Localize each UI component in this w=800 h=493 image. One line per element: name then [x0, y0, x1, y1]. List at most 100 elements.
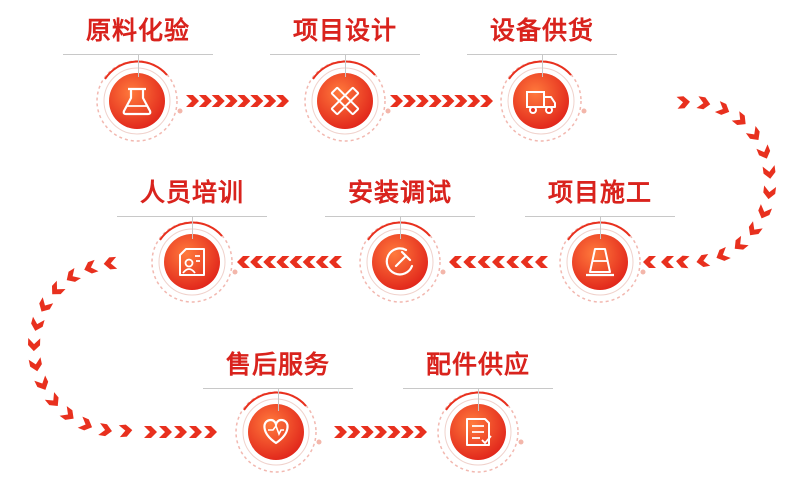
chevron-arrow-icon — [84, 259, 99, 274]
icon-disc — [109, 73, 165, 129]
icon-disc — [513, 73, 569, 129]
accent-arc — [159, 221, 223, 241]
step-label: 项目设计 — [292, 16, 397, 45]
step-node — [96, 60, 183, 142]
chevron-arrow-icon — [31, 316, 45, 331]
chevron-arrow-icon — [480, 95, 493, 107]
chevron-arrow-icon — [334, 426, 347, 438]
chevron-arrow-icon — [402, 95, 416, 107]
chevron-arrow-icon — [745, 125, 760, 140]
checklist-icon — [466, 418, 492, 446]
chevron-arrow-icon — [748, 221, 763, 236]
step-parts-supply: 配件供应 — [398, 350, 558, 411]
chevron-arrow-icon — [250, 256, 264, 268]
chevron-arrow-icon — [492, 256, 505, 268]
flask-icon — [122, 87, 152, 116]
chevron-arrow-icon — [302, 256, 316, 268]
chevron-arrow-icon — [118, 424, 133, 438]
decor-dot — [581, 108, 587, 114]
chevron-arrow-icon — [454, 95, 468, 107]
chevron-arrow-icon — [198, 95, 212, 107]
chevron-arrow-icon — [714, 101, 730, 115]
divider — [63, 54, 213, 77]
chevron-arrow-icon — [758, 204, 773, 219]
step-project-design: 项目设计 — [265, 16, 425, 77]
divider — [270, 54, 420, 77]
accent-arc — [243, 391, 307, 411]
chevron-arrow-icon — [449, 256, 462, 268]
chevron-arrow-icon — [643, 256, 656, 268]
chevron-arrow-icon — [414, 426, 427, 438]
chevron-arrow-icon — [315, 256, 329, 268]
step-label: 设备供货 — [489, 16, 594, 45]
step-label: 配件供应 — [425, 350, 530, 379]
chevron-arrow-icon — [103, 256, 118, 270]
decor-dot — [640, 269, 646, 275]
chevron-arrow-icon — [477, 256, 491, 268]
step-label: 项目施工 — [547, 178, 652, 207]
chevron-arrow-icon — [535, 256, 548, 268]
chevron-arrow-icon — [329, 256, 342, 268]
chevron-arrow-icon — [144, 426, 157, 438]
chevron-arrow-icon — [400, 426, 414, 438]
chevron-arrow-icon — [204, 426, 217, 438]
chevron-arrow-icon — [463, 256, 477, 268]
trainee-icon — [179, 248, 205, 276]
step-node — [235, 391, 322, 473]
step-node — [151, 221, 238, 303]
step-project-construction: 项目施工 — [520, 178, 680, 239]
step-after-sales-service: 售后服务 — [198, 350, 358, 411]
divider — [403, 388, 553, 411]
step-node — [559, 221, 646, 303]
chevron-arrow-icon — [250, 95, 264, 107]
chevron-arrow-icon — [696, 96, 711, 110]
chevron-arrow-icon — [374, 426, 387, 438]
traffic-cone-icon — [586, 248, 614, 277]
accent-arc — [445, 391, 509, 411]
accent-arc — [367, 221, 431, 241]
decor-dot — [440, 269, 446, 275]
chevron-arrow-icon — [716, 247, 731, 261]
decor-dot — [385, 108, 391, 114]
step-staff-training: 人员培训 — [112, 178, 272, 239]
icon-disc — [572, 234, 628, 290]
decor-dot — [316, 439, 322, 445]
chevron-arrow-icon — [34, 375, 49, 390]
step-label: 人员培训 — [139, 178, 244, 207]
chevron-arrow-icon — [77, 416, 93, 431]
chevron-arrow-icon — [289, 256, 303, 268]
chevron-arrow-icon — [467, 95, 481, 107]
divider — [467, 54, 617, 77]
step-label: 安装调试 — [347, 178, 452, 207]
chevron-arrow-icon — [44, 392, 59, 406]
step-raw-material-testing: 原料化验 — [58, 16, 218, 77]
divider — [525, 216, 675, 239]
chevron-arrow-icon — [276, 256, 290, 268]
chevron-arrow-icon — [731, 111, 746, 125]
decor-dot — [232, 269, 238, 275]
chevron-arrow-icon — [59, 406, 74, 420]
step-label: 原料化验 — [85, 16, 190, 45]
decor-dot — [518, 439, 524, 445]
chevron-arrow-icon — [174, 426, 187, 438]
chevron-arrow-icon — [28, 357, 42, 372]
icon-disc — [248, 404, 304, 460]
chevron-arrow-icon — [39, 297, 54, 312]
chevron-arrow-icon — [276, 95, 289, 107]
chevron-arrow-icon — [51, 280, 66, 295]
chevron-arrow-icon — [696, 253, 711, 267]
chevron-arrow-icon — [390, 95, 403, 107]
divider — [203, 388, 353, 411]
wrench-icon — [385, 247, 414, 276]
chevron-arrow-icon — [661, 256, 674, 268]
pencil-ruler-icon — [330, 86, 360, 116]
step-node — [500, 60, 587, 142]
chevron-arrow-icon — [263, 256, 277, 268]
chevron-arrow-icon — [186, 95, 199, 107]
chevron-arrow-icon — [520, 256, 534, 268]
chevron-arrow-icon — [189, 426, 202, 438]
step-node — [304, 60, 391, 142]
chevron-arrow-icon — [237, 95, 251, 107]
step-label: 售后服务 — [225, 350, 330, 379]
